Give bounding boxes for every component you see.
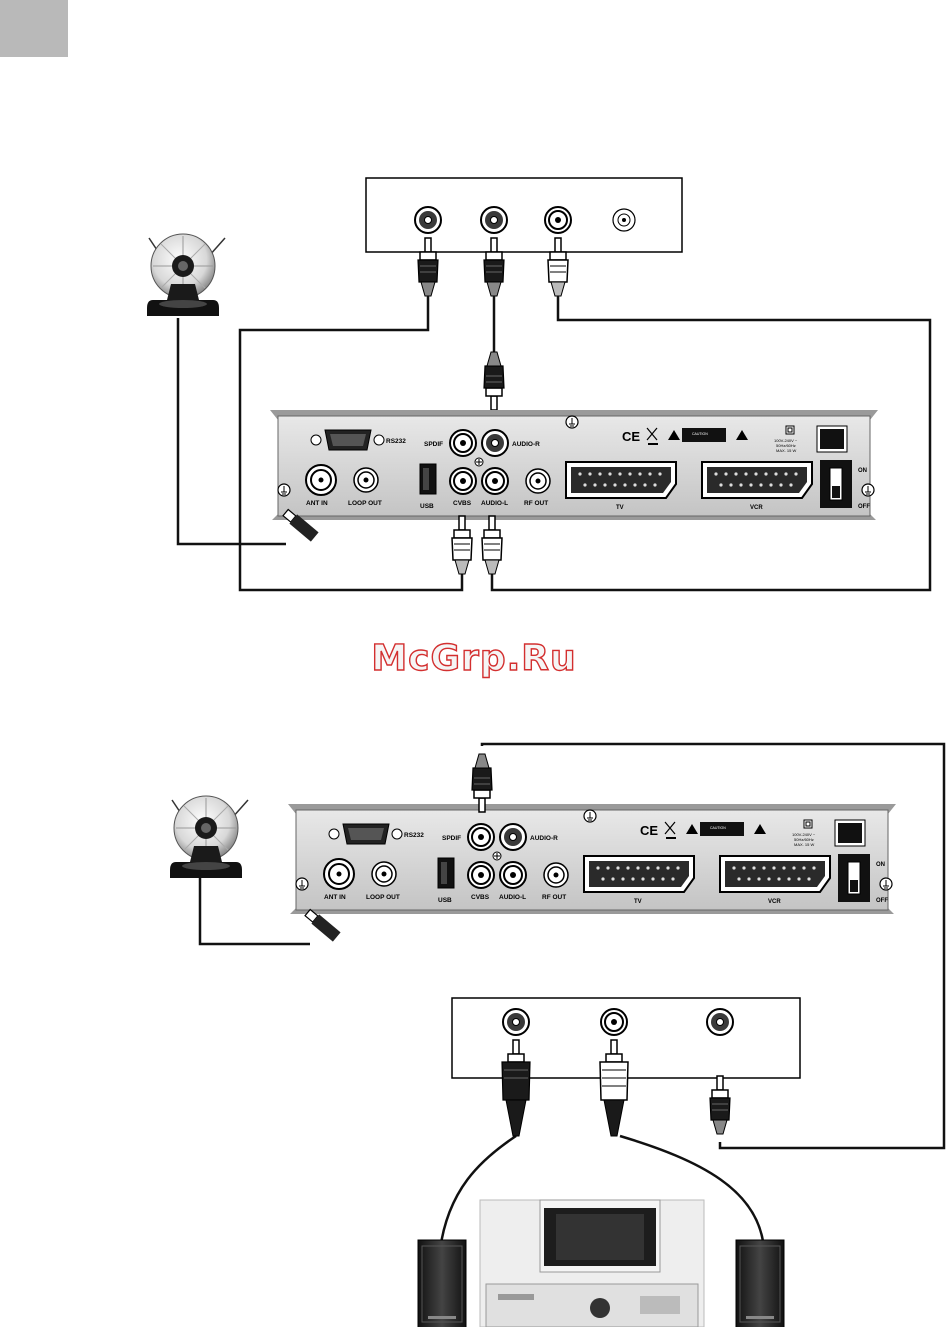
ant-in-label: ANT IN xyxy=(324,894,346,901)
spdif-label: SPDIF xyxy=(424,441,443,448)
audio-r-label: AUDIO-R xyxy=(530,835,558,842)
power-max: MAX. 15 W xyxy=(776,448,796,453)
rca-plug-icon xyxy=(484,352,504,410)
watermark-text: McGrp.Ru xyxy=(0,638,948,679)
loop-out-label: LOOP OUT xyxy=(366,894,400,901)
hifi-audio-right-socket xyxy=(601,1009,627,1035)
tv-video-socket xyxy=(415,207,441,233)
ant-in-label: ANT IN xyxy=(306,500,328,507)
on-label: ON xyxy=(858,468,867,474)
rf-out-label: RF OUT xyxy=(524,500,548,507)
rca-plug-icon xyxy=(482,516,502,574)
hifi-digital-socket xyxy=(707,1009,733,1035)
diagram-tv-connection: RS232 SPDIF AUDIO-R USB CVBS AUDIO-L ANT… xyxy=(147,178,930,590)
loop-out-label: LOOP OUT xyxy=(348,500,382,507)
receiver-rear-panel: RS232 SPDIF AUDIO-R USB CVBS AUDIO-L ANT… xyxy=(270,410,878,520)
usb-label: USB xyxy=(438,897,452,904)
vcr-scart-label: VCR xyxy=(750,505,763,511)
ce-mark: CE xyxy=(640,823,658,838)
hifi-audio-left-socket xyxy=(503,1009,529,1035)
caution-label: CAUTION xyxy=(710,826,726,830)
power-max: MAX. 15 W xyxy=(794,842,814,847)
audio-l-label: AUDIO-L xyxy=(481,500,508,507)
tv-input-panel xyxy=(366,178,682,252)
rs232-label: RS232 xyxy=(386,438,406,445)
tv-scart-label: TV xyxy=(616,505,624,511)
antenna-icon xyxy=(147,234,225,316)
ce-mark: CE xyxy=(622,429,640,444)
rs232-label: RS232 xyxy=(404,832,424,839)
off-label: OFF xyxy=(876,898,888,904)
tv-audio-right-socket xyxy=(545,207,571,233)
spdif-label: SPDIF xyxy=(442,835,461,842)
hifi-system-icon xyxy=(418,1200,784,1327)
caution-label: CAUTION xyxy=(692,432,708,436)
tv-audio-left-socket xyxy=(481,207,507,233)
off-label: OFF xyxy=(858,504,870,510)
usb-label: USB xyxy=(420,503,434,510)
cvbs-label: CVBS xyxy=(453,500,472,507)
rca-plug-icon xyxy=(452,516,472,574)
on-label: ON xyxy=(876,862,885,868)
tv-scart-label: TV xyxy=(634,899,642,905)
antenna-icon xyxy=(170,796,248,878)
rf-out-label: RF OUT xyxy=(542,894,566,901)
audio-l-label: AUDIO-L xyxy=(499,894,526,901)
left-speaker-icon xyxy=(418,1240,466,1327)
cvbs-label: CVBS xyxy=(471,894,490,901)
tv-antenna-socket xyxy=(613,209,635,231)
diagram-hifi-connection: RS232 SPDIF AUDIO-R USB CVBS AUDIO-L ANT… xyxy=(170,744,944,1327)
rca-plug-icon xyxy=(710,1076,730,1134)
vcr-scart-label: VCR xyxy=(768,899,781,905)
audio-r-label: AUDIO-R xyxy=(512,441,540,448)
receiver-rear-panel: RS232 SPDIF AUDIO-R USB CVBS AUDIO-L ANT… xyxy=(288,804,896,914)
right-speaker-icon xyxy=(736,1240,784,1327)
rca-plug-icon xyxy=(472,754,492,812)
